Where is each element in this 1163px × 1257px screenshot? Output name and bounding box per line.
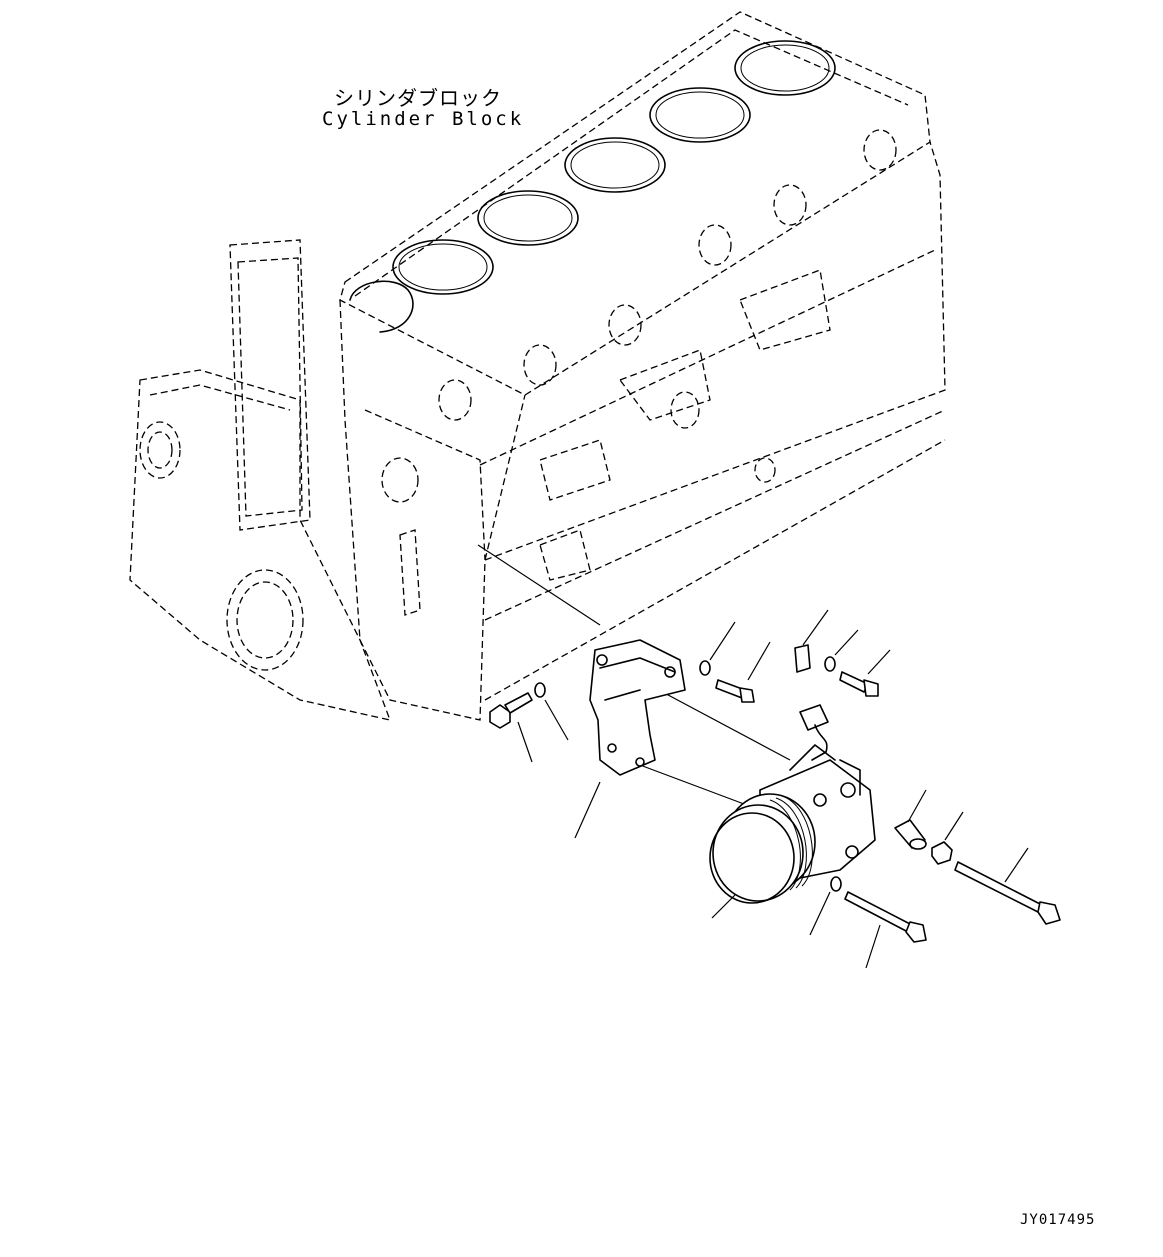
wire-clip (794, 644, 829, 761)
bolt (715, 679, 755, 703)
long-bolt (954, 861, 1061, 925)
washer (830, 876, 842, 892)
washer (699, 660, 711, 676)
collar (894, 819, 927, 850)
alignment-line (477, 544, 601, 626)
washer (824, 656, 836, 672)
bolt (489, 692, 533, 729)
part-name-japanese: シリンダブロック (334, 86, 502, 110)
drawing-code: JY017495 (1020, 1212, 1096, 1228)
cylinder-block (129, 11, 946, 721)
bolt (844, 891, 927, 943)
compressor-bracket (589, 639, 686, 776)
washer (534, 682, 546, 698)
cylinder-bores (349, 40, 836, 333)
leader-lines (517, 609, 1029, 969)
bolt (839, 671, 879, 697)
nut (931, 841, 953, 865)
ac-compressor (709, 744, 876, 904)
alignment-line (639, 764, 761, 811)
part-name-english: Cylinder Block (322, 108, 525, 130)
